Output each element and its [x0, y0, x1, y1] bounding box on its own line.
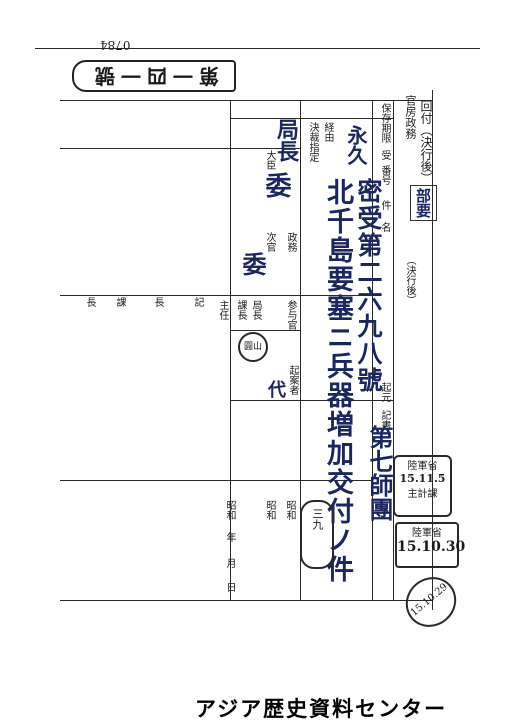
label-receipt: 受 [379, 150, 390, 160]
left-label-d: 記 [192, 297, 203, 307]
grid-v-3 [300, 100, 301, 600]
grid-v-4 [230, 100, 231, 600]
handwritten-storage: 永久 [344, 125, 368, 165]
label-decision: 決裁指定 [307, 122, 318, 162]
label-bureau: 局長 [250, 300, 261, 320]
label-drafter: 起案者 [287, 365, 298, 395]
date-year: 年 [224, 532, 235, 542]
seal-stamp-1-text: 圓山 [243, 342, 262, 352]
label-storage: 保存期限 [379, 103, 390, 143]
handwritten-minister-mark: 委 [261, 172, 291, 198]
date-era-1: 昭和 [224, 500, 235, 520]
grid-h-2 [60, 148, 300, 149]
book-number-text: 第一四一號 [89, 64, 219, 88]
army-stamp-3: 15.10.29 [395, 566, 467, 638]
header-col-2: 回付（決行後） [419, 100, 433, 184]
seal-stamp-2-text: 三九 [311, 508, 324, 530]
grid-h-5 [230, 400, 393, 401]
grid-h-3 [60, 295, 373, 296]
frame-bottom [60, 600, 432, 601]
handwritten-vice-mark: 委 [238, 252, 267, 276]
frame-top [35, 48, 480, 49]
seal-stamp-1: 圓山 [238, 332, 268, 362]
reference-number: 0784 [100, 38, 131, 52]
army-stamp-1-label: 主計課 [407, 489, 438, 500]
handwritten-origin: 第七師團 [365, 425, 394, 521]
secret-seal: 部要 [410, 185, 437, 221]
footer-archive-name: アジア歴史資料センター [195, 697, 448, 721]
army-stamp-2-date: 15.10.30 [397, 539, 466, 555]
army-stamp-1: 陸軍省 15.11.5 主計課 [393, 455, 452, 517]
label-name: 名 [379, 222, 390, 232]
grid-v-2 [372, 100, 373, 600]
grid-v-1 [393, 100, 394, 600]
grid-h-6 [60, 480, 373, 481]
handwritten-bureau-mark: 局長 [273, 118, 299, 162]
header-col-3: （決行後） [404, 255, 415, 305]
army-stamp-3-date: 15.10.29 [408, 581, 450, 619]
frame-right [432, 90, 433, 610]
frame-left-inner [60, 100, 432, 101]
label-cc: 記書 [379, 410, 390, 430]
label-vice: 次官 [264, 232, 275, 252]
army-stamp-1-date: 15.11.5 [399, 472, 446, 485]
book-number-banner: 第一四一號 [72, 60, 236, 92]
label-council: 参与官 [285, 300, 296, 330]
date-day: 日 [224, 582, 235, 592]
date-month: 月 [224, 558, 235, 568]
grid-h-4 [230, 330, 300, 331]
label-origin: 起元 [379, 382, 390, 402]
handwritten-case-name: 北千島要塞ニ兵器増加交付ノ件 [322, 178, 353, 584]
date-era-3: 昭和 [284, 500, 295, 520]
left-label-b: 課 [114, 297, 125, 307]
left-label-e: 主任 [217, 300, 228, 320]
header-col-1: 官房政務 [404, 95, 417, 139]
seal-stamp-2: 三九 [300, 500, 334, 569]
label-route: 経由 [322, 122, 333, 142]
army-stamp-2-title: 陸軍省 [412, 528, 442, 539]
left-label-c: 長 [152, 297, 163, 307]
army-stamp-2: 陸軍省 15.10.30 [395, 522, 466, 568]
grid-h-1 [230, 118, 393, 119]
label-affairs: 政務 [285, 232, 296, 252]
handwritten-staff-1: 代 [265, 380, 286, 398]
army-stamp-1-title: 陸軍省 [407, 461, 438, 472]
label-section: 課長 [235, 300, 246, 320]
label-number: 番号 [379, 165, 390, 185]
label-case: 件 [379, 200, 390, 210]
label-minister: 大臣 [264, 150, 275, 170]
handwritten-receipt-no: 密受第二六九八號 [354, 178, 383, 394]
date-era-2: 昭和 [264, 500, 275, 520]
left-label-a: 長 [84, 297, 95, 307]
